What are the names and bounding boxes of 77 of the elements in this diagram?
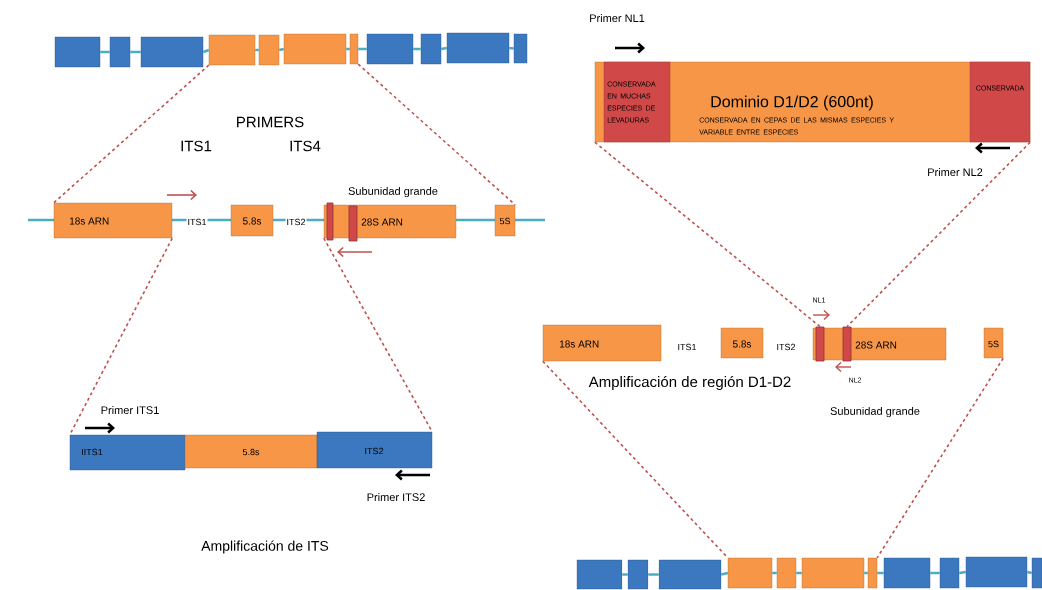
- dna-strand-line: [130, 50, 141, 54]
- zoom-line: [876, 357, 1004, 559]
- dna-strand-line: [100, 50, 110, 54]
- dna-strand-line: [278, 47, 285, 52]
- label-text: Amplificación de ITS: [201, 540, 329, 554]
- gene-block: [446, 32, 510, 64]
- dna-strand-line: [930, 571, 940, 575]
- gene-block: [801, 557, 865, 589]
- caption-text: Subunidad grande: [348, 186, 438, 198]
- gene-block: [939, 557, 960, 589]
- gene-block: [576, 559, 623, 590]
- gene-block: [627, 559, 649, 590]
- gene-box: IITS1: [69, 434, 186, 471]
- dna-strand-line: [255, 48, 259, 52]
- zoom-line: [846, 141, 1031, 328]
- gene-block: [776, 557, 797, 589]
- label-text: Subunidad grande: [830, 406, 920, 418]
- marker-band: [326, 202, 334, 241]
- gene-block: [283, 33, 347, 65]
- zoom-line: [357, 63, 516, 206]
- gene-box: 5S: [494, 204, 516, 237]
- gene-block: [258, 34, 280, 66]
- label-text: ITS1: [181, 140, 212, 152]
- dna-strand-line: [864, 571, 868, 575]
- marker-band: [842, 326, 852, 362]
- gene-box: 5.8s: [230, 204, 274, 237]
- label-text: ITS1: [186, 217, 208, 227]
- gene-block: [109, 36, 131, 68]
- gene-block: [658, 559, 722, 590]
- marker-band: [348, 205, 358, 242]
- label-text: Primer ITS1: [101, 405, 159, 415]
- dna-strand-line: [720, 571, 729, 576]
- gene-block: [366, 33, 414, 65]
- dna-strand-line: [959, 570, 966, 575]
- gene-box: 5.8s: [720, 327, 764, 359]
- gene-box: 5.8s: [184, 434, 318, 469]
- zoom-line: [594, 141, 821, 328]
- label-text: Primer NL2: [928, 167, 983, 177]
- label-text: PRIMERS: [237, 116, 304, 128]
- dna-strand-line: [358, 47, 367, 51]
- dna-strand-line: [346, 47, 350, 51]
- gene-box: 5S: [983, 327, 1004, 359]
- gene-box: ITS2: [316, 431, 433, 469]
- dna-strand-line: [509, 46, 514, 50]
- dna-strand-line: [772, 571, 777, 575]
- zoom-line: [542, 360, 729, 559]
- zoom-line: [69, 237, 173, 436]
- marker-band: [815, 326, 825, 362]
- label-text: ITS2: [777, 343, 796, 351]
- gene-block: [420, 33, 442, 65]
- label-text: ITS1: [678, 343, 697, 351]
- dna-strand-line: [622, 573, 628, 576]
- dna-strand-line: [1026, 570, 1033, 575]
- zoom-line: [53, 64, 210, 204]
- gene-box: 18s ARN: [53, 202, 173, 239]
- gene-block: [208, 34, 256, 66]
- gene-block: [54, 36, 101, 68]
- gene-block: [513, 33, 528, 64]
- gene-block: [349, 33, 359, 65]
- label-text: ITS2: [285, 217, 307, 227]
- dna-strand-line: [877, 571, 884, 575]
- dna-strand-line: [441, 46, 448, 51]
- gene-block: [965, 556, 1028, 588]
- gene-block: [883, 557, 931, 589]
- dna-strand-line: [413, 47, 421, 51]
- dna-strand-line: [202, 48, 210, 54]
- gene-block: [727, 557, 773, 589]
- gene-block: [867, 557, 878, 589]
- dna-strand-line: [648, 573, 659, 576]
- label-text: Primer NL1: [590, 13, 645, 23]
- gene-block: [140, 36, 204, 68]
- gene-block: [1031, 557, 1042, 589]
- label-text: Amplificación de región D1-D2: [588, 375, 791, 391]
- label-text: ITS4: [290, 140, 321, 152]
- dna-strand-line: [796, 571, 802, 575]
- label-text: Primer ITS2: [367, 492, 425, 502]
- gene-box: 18s ARN: [542, 324, 662, 362]
